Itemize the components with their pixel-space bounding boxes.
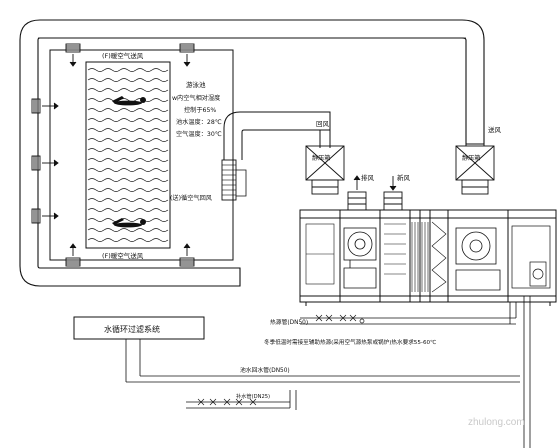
- label-supply-top: (F)暖空气送风: [102, 51, 144, 60]
- coil-section: [411, 221, 447, 293]
- diffuser-side-3: [31, 208, 59, 224]
- pool-basin: [85, 61, 171, 249]
- swimmer-icon: [112, 96, 146, 106]
- label-pool-line3: 池水温度：28℃: [176, 118, 222, 126]
- diffuser-side-1: [31, 98, 59, 114]
- label-pool-line1: w内空气相对湿度: [172, 94, 220, 102]
- fan-right: [455, 227, 501, 291]
- label-return-circulation: (送)循空气回风: [170, 194, 212, 202]
- label-silencer-left: 静压箱: [312, 154, 331, 162]
- diffuser-top-left: [65, 43, 81, 67]
- fan-left: [343, 227, 377, 289]
- label-pool-title: 游泳池: [186, 80, 206, 89]
- label-winter-note: 冬季低温时需接至辅助热源(采用空气源热泵或锅炉)热水要求55-60℃: [264, 338, 436, 346]
- pool-room: [49, 49, 234, 261]
- duct-loop-outer: [19, 19, 485, 287]
- diffuser-side-2: [31, 155, 59, 171]
- label-supply-air: 送风: [488, 125, 502, 134]
- water-loop: [125, 339, 520, 410]
- diffuser-top-right: [179, 43, 195, 67]
- label-return-air: 回风: [316, 120, 330, 128]
- label-silencer-right: 静压箱: [462, 154, 481, 162]
- label-water-pipe: 池水回水管(DN50): [240, 366, 290, 374]
- damper-section: [384, 223, 406, 275]
- diffuser-bottom-left: [65, 243, 81, 267]
- label-pool-line2: 控制于65%: [184, 106, 216, 114]
- label-pipe-small: 补水管(DN25): [236, 392, 270, 400]
- label-fresh-air: 新风: [397, 173, 411, 182]
- label-pool-line4: 空气温度：30℃: [176, 130, 222, 138]
- water-valves: [197, 398, 257, 406]
- return-duct-connector: [236, 169, 247, 197]
- air-handling-unit: [299, 209, 557, 303]
- ahu-legs: [305, 302, 551, 306]
- water-waves: [87, 68, 169, 242]
- label-filter-system: 水循环过滤系统: [104, 324, 160, 334]
- electric-heater: [511, 225, 551, 289]
- pipe-valves: [315, 314, 365, 324]
- label-supply-bottom: (F)暖空气送风: [102, 251, 144, 260]
- plenum-right: [455, 145, 495, 195]
- return-grille-bars: [222, 164, 236, 196]
- watermark: zhulong.com: [468, 417, 525, 428]
- plenum-left: [305, 145, 345, 195]
- label-exhaust: 排风: [361, 173, 375, 182]
- label-heat-pipe: 热源管(DN50): [270, 318, 308, 326]
- filter-system-box: [73, 316, 205, 340]
- diffuser-bottom-right: [179, 243, 195, 267]
- swimmer-icon-2: [112, 218, 146, 228]
- left-section-internals: [305, 223, 335, 285]
- heat-pipes: [300, 296, 531, 448]
